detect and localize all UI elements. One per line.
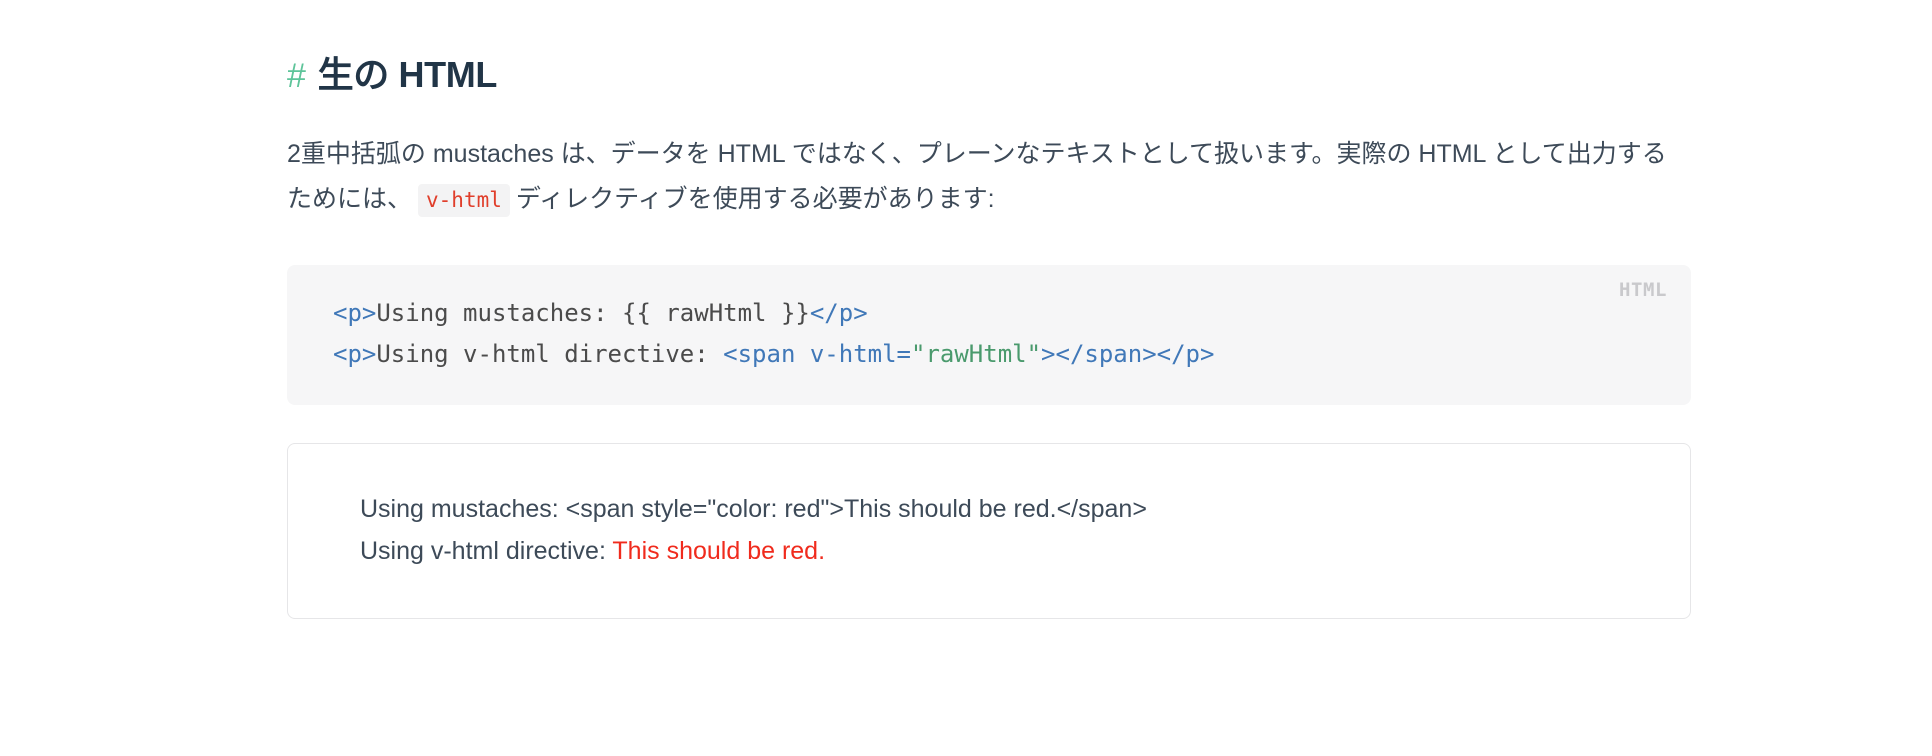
- code-lines[interactable]: <p>Using mustaches: {{ rawHtml }}</p><p>…: [287, 293, 1691, 376]
- code-token-tag: <p>: [333, 298, 377, 327]
- code-token-attr: v-html=: [809, 339, 911, 368]
- code-token-tag: </p>: [809, 298, 868, 327]
- paragraph-text-part1: 2重中括弧の mustaches は、データを HTML ではなく、プレーンなテ…: [287, 139, 1667, 214]
- code-token-tag: <span: [723, 339, 810, 368]
- demo-output-lines: Using mustaches: <span style="color: red…: [288, 488, 1690, 572]
- code-token-tag: >: [1041, 339, 1056, 368]
- code-token-tag: </p>: [1156, 339, 1215, 368]
- demo-output-box: Using mustaches: <span style="color: red…: [287, 443, 1691, 620]
- demo-rendered-red-text: This should be red.: [612, 537, 826, 566]
- demo-line-vhtml: Using v-html directive: This should be r…: [360, 530, 1618, 572]
- code-language-label: HTML: [1618, 278, 1667, 301]
- code-token-string: "rawHtml": [911, 339, 1042, 368]
- demo-line-mustaches: Using mustaches: <span style="color: red…: [360, 495, 1147, 524]
- page-title: # 生の HTML: [287, 0, 1691, 98]
- code-token-tag: </span>: [1055, 339, 1157, 368]
- heading-anchor-icon[interactable]: #: [287, 57, 306, 95]
- paragraph-text-part2: ディレクティブを使用する必要があります:: [515, 185, 995, 213]
- demo-line-vhtml-label: Using v-html directive:: [360, 537, 613, 566]
- code-block: HTML <p>Using mustaches: {{ rawHtml }}</…: [287, 264, 1691, 406]
- code-token-plain: Using v-html directive:: [376, 339, 724, 368]
- inline-code-v-html: v-html: [418, 184, 510, 217]
- code-token-tag: <p>: [333, 339, 377, 368]
- code-token-plain: Using mustaches: {{ rawHtml }}: [376, 298, 810, 327]
- code-line: <p>Using v-html directive: <span v-html=…: [333, 334, 1645, 375]
- heading-text: 生の HTML: [317, 54, 498, 95]
- doc-content: # 生の HTML 2重中括弧の mustaches は、データを HTML で…: [287, 0, 1691, 620]
- intro-paragraph: 2重中括弧の mustaches は、データを HTML ではなく、プレーンなテ…: [287, 98, 1687, 223]
- code-line: <p>Using mustaches: {{ rawHtml }}</p>: [333, 293, 1645, 334]
